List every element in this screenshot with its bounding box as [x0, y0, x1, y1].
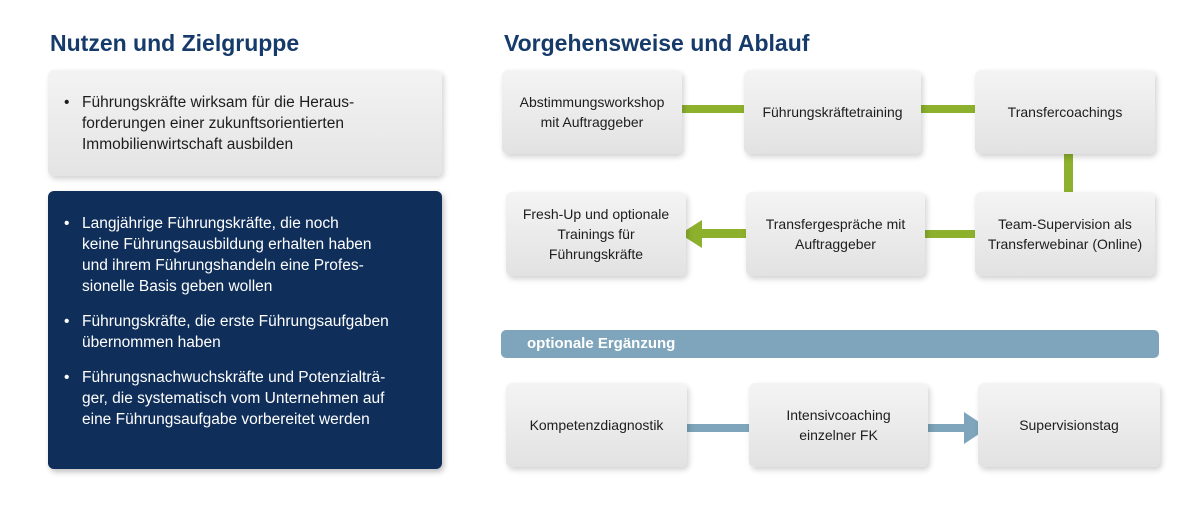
- connector-workshop-to-training: [682, 105, 744, 113]
- step-team-supervision: Team-Supervision als Transferwebinar (On…: [975, 192, 1155, 276]
- target-group-item-new-leaders: Führungskräfte, die erste Führungsaufgab…: [64, 311, 418, 353]
- connector-supervision-to-gespraeche: [925, 230, 975, 238]
- benefit-list: Führungskräfte wirksam für die Heraus- f…: [64, 92, 418, 155]
- connector-training-to-coachings: [921, 105, 975, 113]
- optional-banner: optionale Ergänzung: [501, 330, 1159, 358]
- benefit-panel: Führungskräfte wirksam für die Heraus- f…: [48, 70, 442, 176]
- arrow-to-fresh-up: [680, 220, 746, 248]
- benefit-item: Führungskräfte wirksam für die Heraus- f…: [64, 92, 418, 155]
- target-group-item-experienced-leaders: Langjährige Führungskräfte, die noch kei…: [64, 213, 418, 297]
- connector-diagnostik-to-intensivcoaching: [687, 424, 751, 432]
- step-transfercoachings: Transfercoachings: [975, 70, 1155, 154]
- step-fresh-up: Fresh-Up und optionale Trainings für Füh…: [506, 192, 686, 276]
- optional-intensivcoaching: Intensivcoaching einzelner FK: [749, 383, 928, 467]
- optional-supervisionstag: Supervisionstag: [978, 383, 1160, 467]
- process-heading: Vorgehensweise und Ablauf: [504, 30, 810, 56]
- benefits-heading: Nutzen und Zielgruppe: [50, 30, 300, 56]
- optional-kompetenzdiagnostik: Kompetenzdiagnostik: [506, 383, 687, 467]
- step-fuehrungskraeftetraining: Führungskräftetraining: [744, 70, 921, 154]
- target-group-list: Langjährige Führungskräfte, die noch kei…: [64, 213, 418, 430]
- connector-coachings-to-supervision: [1064, 154, 1073, 194]
- target-group-item-potentials: Führungsnachwuchskräfte und Potenzialträ…: [64, 367, 418, 430]
- step-transfergespraeche: Transfergespräche mit Auftraggeber: [746, 192, 925, 276]
- arrow-to-supervisionstag: [928, 412, 988, 444]
- step-abstimmungsworkshop: Abstimmungsworkshop mit Auftraggeber: [502, 70, 682, 154]
- target-group-panel: Langjährige Führungskräfte, die noch kei…: [48, 191, 442, 469]
